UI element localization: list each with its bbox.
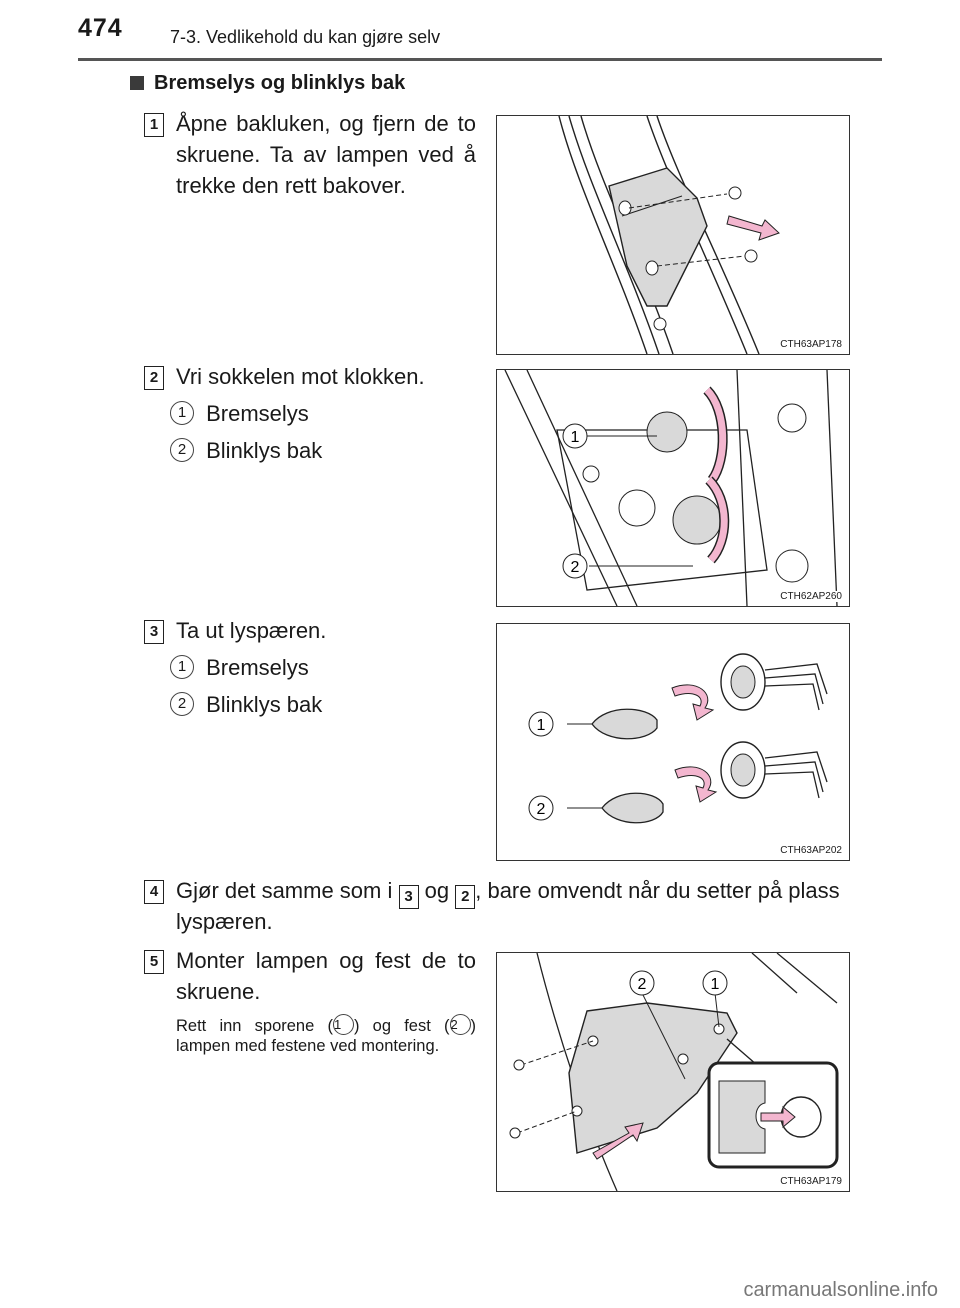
callout-number: 2 [449, 1014, 471, 1035]
square-bullet-icon [130, 76, 144, 90]
watermark[interactable]: carmanualsonline.info [743, 1279, 938, 1301]
step-number-3: 3 [144, 620, 164, 644]
note-text-c: ) lampen med festene ved montering. [176, 1016, 476, 1055]
figure-step-3: 1 2 CTH63AP202 [496, 623, 850, 861]
section-title: 7-3. Vedlikehold du kan gjøre selv [170, 27, 441, 47]
bulb-removal-illustration: 1 2 [528, 653, 828, 824]
item-label: Blinklys bak [206, 692, 323, 717]
step-number-5: 5 [144, 950, 164, 974]
lamp-installation-illustration: 2 1 [509, 953, 839, 1191]
figure-callout-2: 2 [571, 559, 580, 576]
step-2-item-1: 1 Bremselys [170, 398, 309, 429]
item-label: Bremselys [206, 655, 309, 680]
page-number: 474 [78, 14, 123, 42]
figure-code: CTH63AP179 [779, 1176, 843, 1187]
tail-lamp-removal-illustration [558, 116, 780, 354]
note-text-b: ) og fest ( [353, 1016, 450, 1035]
step-3-item-2: 2 Blinklys bak [170, 689, 322, 720]
step-1-text: Åpne bakluken, og fjern de to skruene. T… [176, 111, 476, 198]
callout-number: 1 [170, 401, 194, 426]
socket-rotation-illustration: 1 2 [504, 370, 838, 606]
step-4-text-c: , bare omvendt når du setter på plass ly… [176, 878, 840, 934]
note-text-a: Rett inn sporene ( [176, 1016, 333, 1035]
figure-callout-1: 1 [571, 429, 580, 446]
step-4-text-a: Gjør det samme som i [176, 878, 393, 903]
item-label: Blinklys bak [206, 438, 323, 463]
figure-code: CTH62AP260 [779, 591, 843, 602]
step-5-note: Rett inn sporene (1) og fest (2) lampen … [176, 1014, 476, 1056]
step-3-item-1: 1 Bremselys [170, 652, 309, 683]
step-reference-2: 2 [455, 885, 476, 909]
callout-number: 1 [332, 1014, 354, 1035]
step-5-text: Monter lampen og fest de to skruene. [176, 948, 476, 1004]
step-2-item-2: 2 Blinklys bak [170, 435, 322, 466]
callout-number: 2 [170, 438, 194, 463]
step-number-4: 4 [144, 880, 164, 904]
figure-step-5: 2 1 CTH63AP179 [496, 952, 850, 1192]
figure-callout-1: 1 [537, 717, 546, 734]
callout-number: 1 [170, 655, 194, 680]
figure-code: CTH63AP178 [779, 339, 843, 350]
step-number-1: 1 [144, 113, 164, 137]
header-divider [78, 58, 882, 61]
figure-callout-2: 2 [537, 801, 546, 818]
figure-callout-2: 2 [638, 976, 647, 993]
figure-callout-1: 1 [711, 976, 720, 993]
figure-code: CTH63AP202 [779, 845, 843, 856]
step-reference-3: 3 [398, 885, 419, 909]
figure-step-2: 1 2 CTH62AP260 [496, 369, 850, 607]
step-3-text: Ta ut lyspæren. [176, 618, 327, 643]
step-4-text-b: og [424, 878, 450, 903]
step-4-text: Gjør det samme som i 3 og 2, bare omvend… [176, 875, 856, 937]
step-2-text: Vri sokkelen mot klokken. [176, 364, 425, 389]
callout-number: 2 [170, 692, 194, 717]
figure-step-1: CTH63AP178 [496, 115, 850, 355]
subsection-heading: Bremselys og blinklys bak [130, 72, 405, 95]
item-label: Bremselys [206, 401, 309, 426]
step-number-2: 2 [144, 366, 164, 390]
heading-text: Bremselys og blinklys bak [154, 72, 406, 94]
